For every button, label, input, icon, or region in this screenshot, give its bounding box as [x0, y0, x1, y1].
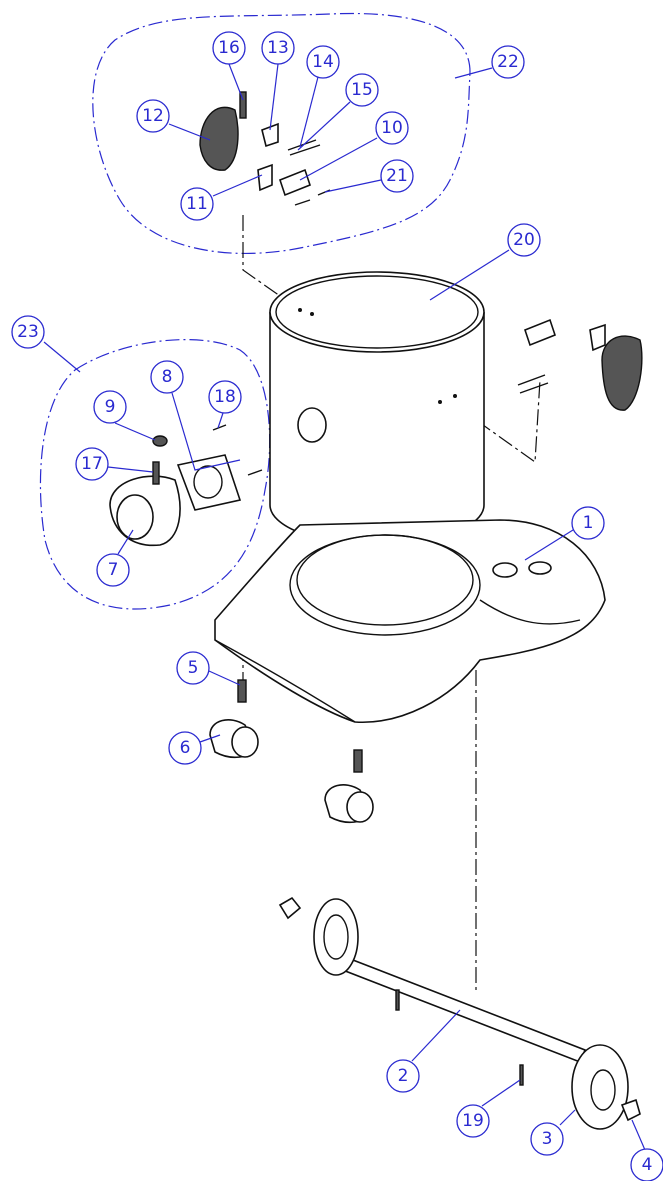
callout-9: 9 [93, 390, 127, 424]
callout-11: 11 [180, 187, 214, 221]
svg-text:19: 19 [462, 1111, 484, 1131]
callout-12: 12 [136, 99, 170, 133]
callout-7: 7 [96, 553, 130, 587]
callout-1: 1 [571, 506, 605, 540]
svg-text:22: 22 [497, 52, 519, 72]
svg-text:1: 1 [583, 513, 594, 533]
svg-text:3: 3 [542, 1129, 553, 1149]
svg-text:5: 5 [188, 658, 199, 678]
callout-18: 18 [208, 380, 242, 414]
svg-text:14: 14 [312, 52, 334, 72]
svg-text:17: 17 [81, 454, 103, 474]
callout-6: 6 [168, 731, 202, 765]
svg-text:15: 15 [351, 80, 373, 100]
svg-text:20: 20 [513, 230, 535, 250]
svg-text:8: 8 [162, 367, 173, 387]
svg-text:4: 4 [642, 1155, 653, 1175]
callout-20: 20 [507, 223, 541, 257]
callout-19: 19 [456, 1104, 490, 1138]
group-22-boundary [92, 12, 471, 255]
callout-23: 23 [11, 315, 45, 349]
drum-part [269, 271, 485, 546]
handle-parts [199, 91, 643, 411]
svg-text:7: 7 [108, 560, 119, 580]
svg-text:2: 2 [398, 1066, 409, 1086]
svg-text:6: 6 [180, 738, 191, 758]
base-part [214, 519, 606, 724]
axle-wheel-part [278, 896, 641, 1130]
callout-3: 3 [530, 1122, 564, 1156]
caster-part [209, 679, 374, 824]
svg-text:9: 9 [105, 397, 116, 417]
svg-text:23: 23 [17, 322, 39, 342]
svg-text:10: 10 [381, 118, 403, 138]
svg-text:21: 21 [386, 166, 408, 186]
callout-5: 5 [176, 651, 210, 685]
callout-21: 21 [380, 159, 414, 193]
group-23-boundary [39, 338, 271, 610]
callout-22: 22 [491, 45, 525, 79]
callout-14: 14 [306, 45, 340, 79]
leader-lines [43, 63, 646, 1151]
callout-10: 10 [375, 111, 409, 145]
callout-16: 16 [212, 31, 246, 65]
svg-text:11: 11 [186, 194, 208, 214]
callout-8: 8 [150, 360, 184, 394]
centerline-top [242, 215, 281, 297]
side-handle-parts [109, 424, 263, 547]
callout-17: 17 [75, 447, 109, 481]
callout-15: 15 [345, 73, 379, 107]
svg-text:13: 13 [267, 38, 289, 58]
svg-text:16: 16 [218, 38, 240, 58]
callout-2: 2 [386, 1059, 420, 1093]
callout-13: 13 [261, 31, 295, 65]
svg-text:18: 18 [214, 387, 236, 407]
callout-4: 4 [630, 1148, 663, 1181]
svg-text:12: 12 [142, 106, 164, 126]
